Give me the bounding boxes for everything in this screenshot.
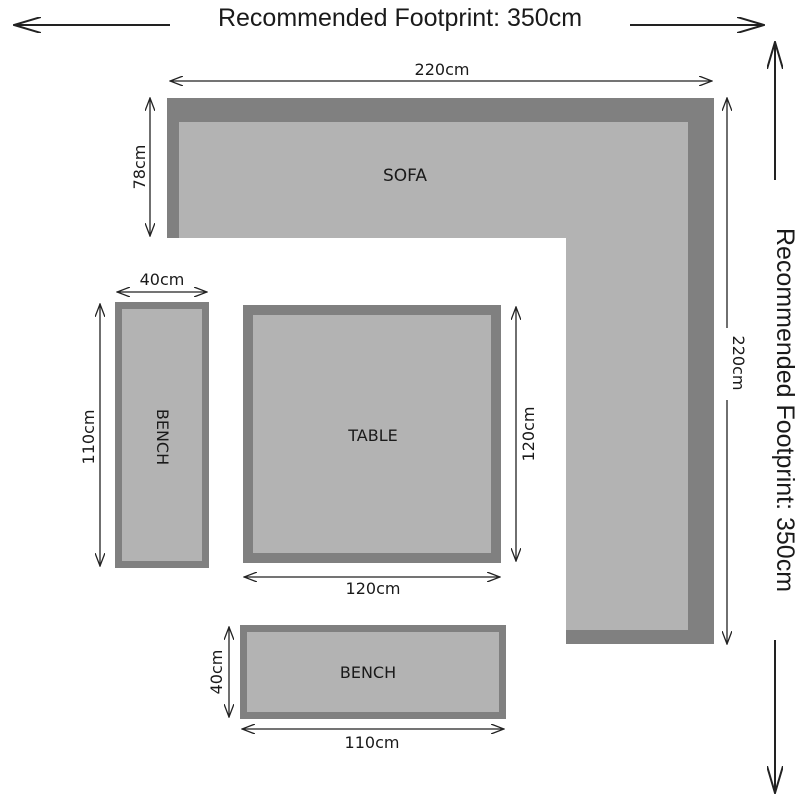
sofa-width-label: 220cm	[415, 60, 470, 79]
bench-left-width-label: 40cm	[140, 270, 185, 289]
bench-bottom-length-label: 110cm	[345, 733, 400, 752]
bench-left-label: BENCH	[153, 409, 172, 465]
sofa: SOFA	[167, 98, 714, 644]
table-height-label-bg	[519, 398, 539, 470]
bench-bottom-seat	[247, 632, 499, 712]
footprint-right-dimension: Recommended Footprint: 350cm	[762, 42, 799, 793]
table-width-label: 120cm	[346, 579, 401, 598]
bench-left-length-label: 110cm	[79, 410, 98, 465]
table-width-dimension: 120cm	[244, 577, 500, 598]
sofa-label: SOFA	[383, 166, 427, 186]
table-height-label: 120cm	[519, 407, 538, 462]
bench-left: BENCH	[115, 302, 209, 568]
table-height-dimension: 120cm	[516, 307, 539, 561]
sofa-height-dimension: 220cm	[719, 98, 748, 644]
bench-bottom-label: BENCH	[340, 663, 396, 682]
footprint-top-label-bg	[170, 4, 630, 34]
footprint-top-label: Recommended Footprint: 350cm	[218, 4, 582, 32]
bench-bottom-depth-dimension: 40cm	[207, 627, 229, 717]
bench-bottom: BENCH	[240, 625, 506, 719]
bench-left-length-dimension: 110cm	[79, 304, 100, 566]
sofa-height-label: 220cm	[729, 336, 748, 391]
bench-left-seat	[122, 309, 202, 561]
footprint-right-label: Recommended Footprint: 350cm	[771, 228, 799, 592]
bench-bottom-length-dimension: 110cm	[242, 729, 504, 752]
sofa-depth-dimension: 78cm	[130, 98, 150, 236]
sofa-height-label-bg	[719, 328, 736, 400]
footprint-right-label-bg	[762, 180, 792, 640]
bench-left-width-dimension: 40cm	[117, 270, 207, 292]
table: TABLE	[243, 305, 501, 563]
sofa-width-dimension: 220cm	[170, 60, 712, 81]
table-label: TABLE	[347, 426, 397, 445]
sofa-seat	[179, 122, 688, 630]
bench-bottom-depth-label: 40cm	[207, 650, 226, 695]
table-top	[253, 315, 491, 553]
footprint-top-dimension: Recommended Footprint: 350cm	[14, 4, 764, 34]
sofa-depth-label: 78cm	[130, 145, 149, 190]
